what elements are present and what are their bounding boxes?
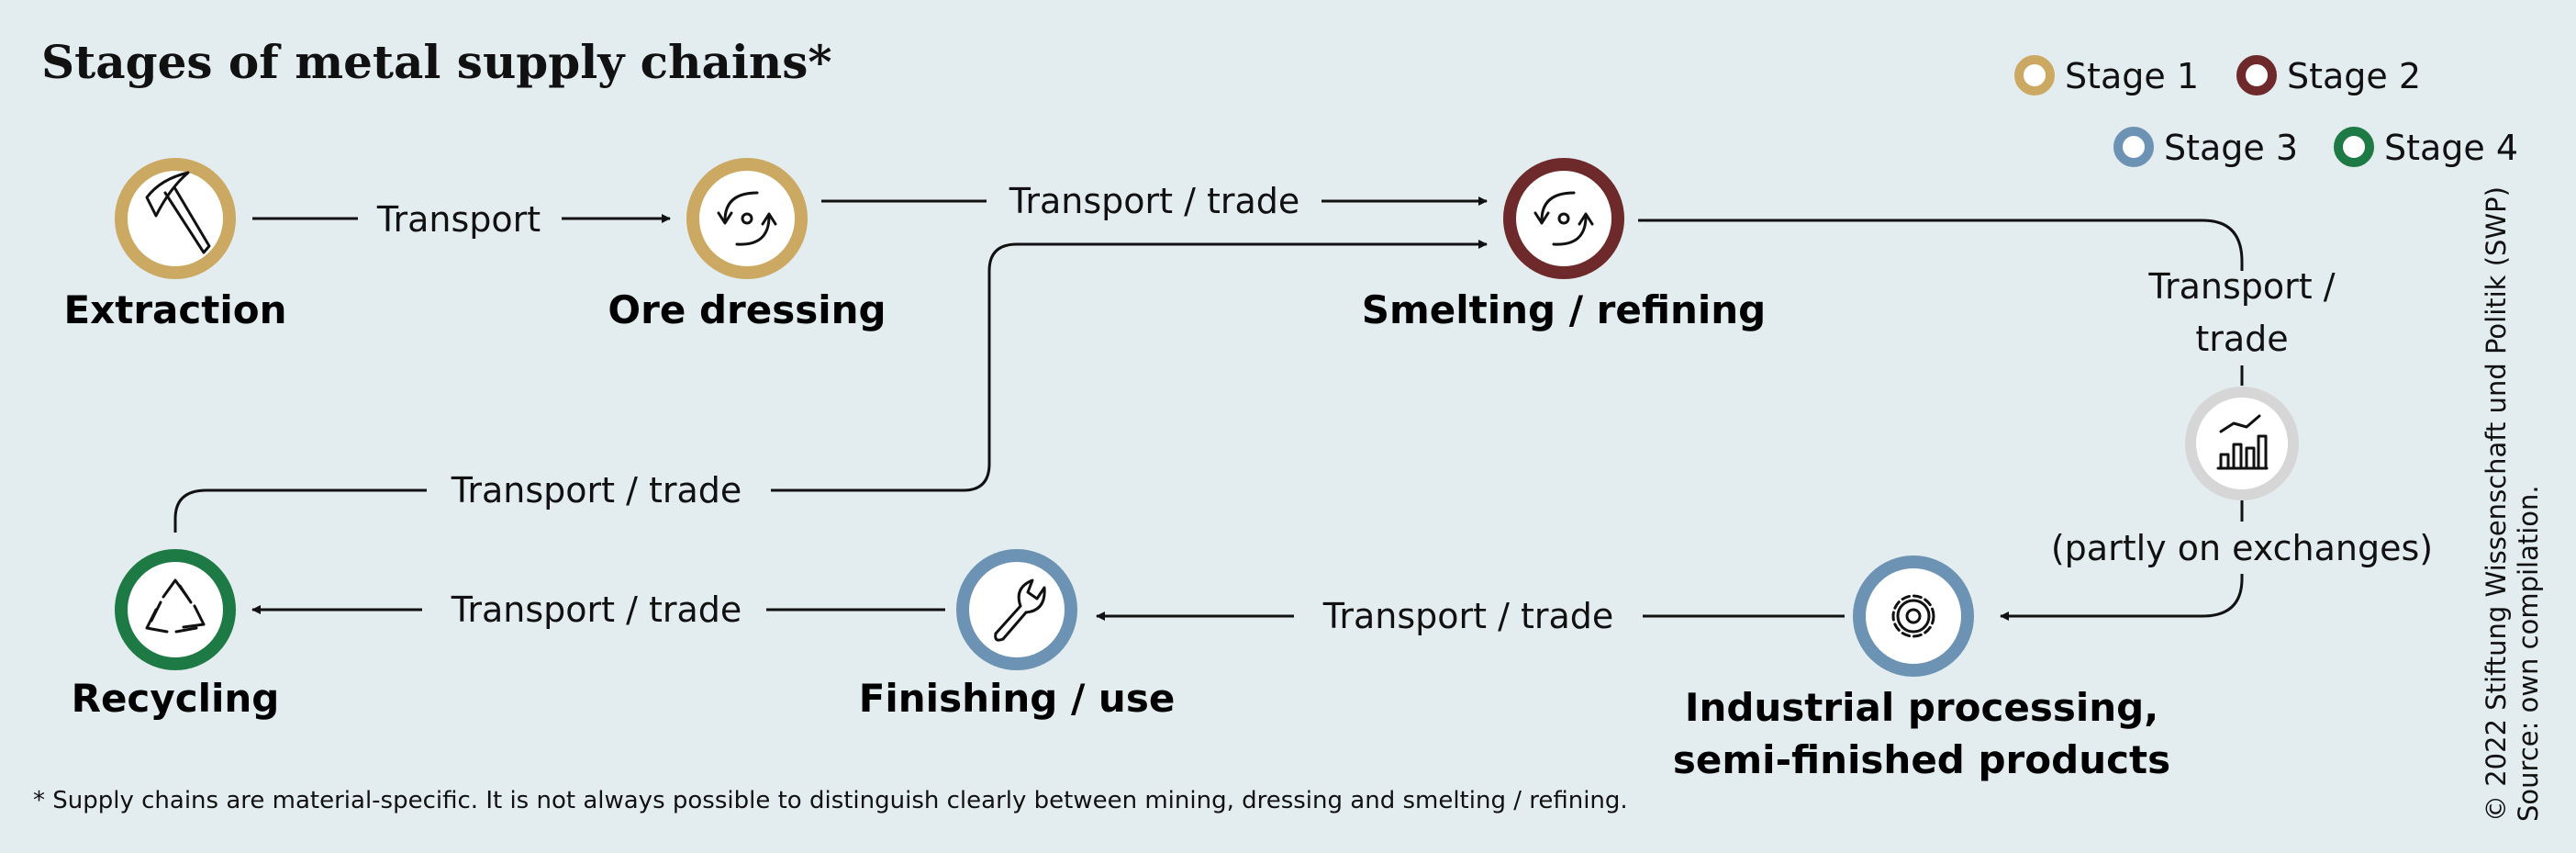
- chart-icon: [2216, 414, 2269, 470]
- edge-label-transport-trade: Transport / trade: [1322, 596, 1614, 636]
- svg-text:Smelting / refining: Smelting / refining: [1362, 287, 1767, 332]
- svg-text:Recycling: Recycling: [72, 676, 280, 721]
- legend: Stage 1 Stage 2 Stage 3 Stage 4: [2014, 55, 2518, 168]
- edge-label-transport-trade: Transport / trade: [1009, 181, 1300, 221]
- edge-label-transport-trade: Transport / trade: [451, 589, 742, 630]
- node-ore-dressing: Ore dressing: [608, 158, 887, 332]
- connectors: Transport Transport / trade Transport / …: [173, 181, 2433, 636]
- edge-label-transport-trade: Transport / trade: [451, 470, 742, 511]
- svg-text:Extraction: Extraction: [63, 287, 286, 332]
- edge-line: [173, 488, 427, 533]
- edge-arrow: [771, 240, 1488, 492]
- legend-item-stage-1: Stage 1: [2014, 55, 2199, 96]
- node-finishing: Finishing / use: [859, 549, 1176, 721]
- edge-line: [1638, 219, 2244, 271]
- edge-label-transport-trade: Transport /: [2147, 266, 2335, 307]
- legend-item-stage-2: Stage 2: [2236, 55, 2421, 96]
- credit: © 2022 Stiftung Wissenschaft und Politik…: [2481, 186, 2544, 822]
- node-industrial-processing: Industrial processing, semi-finished pro…: [1673, 556, 2170, 782]
- node-recycling: Recycling: [72, 549, 280, 721]
- source-text: Source: own compilation.: [2513, 485, 2544, 822]
- pickaxe-icon: [145, 171, 211, 254]
- svg-text:Stage 3: Stage 3: [2164, 128, 2298, 168]
- svg-text:Stage 4: Stage 4: [2384, 128, 2518, 168]
- wrench-icon: [994, 578, 1046, 642]
- legend-item-stage-4: Stage 4: [2334, 127, 2518, 168]
- edge-label-transport: Transport: [376, 199, 541, 240]
- svg-text:Finishing / use: Finishing / use: [859, 676, 1176, 721]
- svg-text:Stage 2: Stage 2: [2287, 56, 2421, 96]
- recycle-icon: [145, 578, 206, 634]
- node-exchange: [2185, 387, 2299, 500]
- cycle-icon: [717, 191, 777, 246]
- gear-icon: [1891, 594, 1935, 638]
- edge-arrow: [2000, 574, 2244, 621]
- svg-text:Ore dressing: Ore dressing: [608, 287, 886, 332]
- svg-text:Stage 1: Stage 1: [2065, 56, 2199, 96]
- edge-label-transport-trade: trade: [2195, 319, 2288, 359]
- svg-text:Industrial processing,: Industrial processing,: [1685, 685, 2158, 730]
- page-title: Stages of metal supply chains*: [41, 35, 832, 89]
- svg-text:semi-finished products: semi-finished products: [1673, 737, 2170, 782]
- legend-item-stage-3: Stage 3: [2113, 127, 2298, 168]
- cycle-icon: [1533, 191, 1594, 246]
- exchange-label: (partly on exchanges): [2051, 528, 2433, 568]
- node-smelting: Smelting / refining: [1362, 158, 1767, 332]
- footnote: * Supply chains are material-specific. I…: [33, 787, 1628, 814]
- node-extraction: Extraction: [63, 158, 287, 332]
- copyright-text: © 2022 Stiftung Wissenschaft und Politik…: [2481, 186, 2512, 822]
